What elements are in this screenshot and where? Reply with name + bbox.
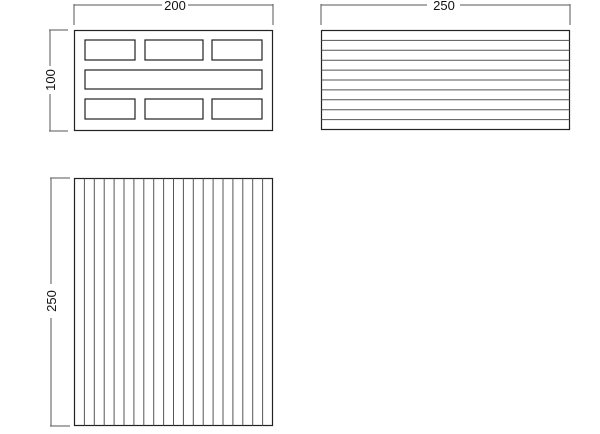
top-grooves xyxy=(83,178,264,426)
slot xyxy=(84,98,136,120)
front-width-label: 200 xyxy=(164,0,186,13)
side-width-label: 250 xyxy=(433,0,455,13)
block-outline xyxy=(73,29,274,132)
slot-long xyxy=(84,69,263,90)
top-height-label: 250 xyxy=(44,290,59,312)
side-view: 250 xyxy=(320,0,571,131)
front-height-label: 100 xyxy=(43,69,58,91)
slot xyxy=(84,39,136,61)
front-view: 200 100 xyxy=(43,0,274,132)
top-view: 250 xyxy=(44,177,274,427)
slot xyxy=(211,39,263,61)
side-grooves xyxy=(321,39,570,121)
slot xyxy=(144,98,204,120)
slot xyxy=(144,39,204,61)
slot xyxy=(211,98,263,120)
